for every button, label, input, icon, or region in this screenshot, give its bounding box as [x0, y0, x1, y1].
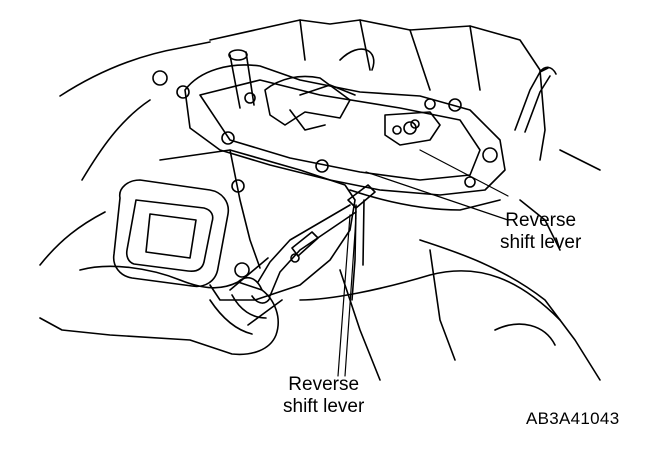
housing-left-edge [81, 99, 151, 181]
label-right-line2: shift lever [500, 232, 582, 253]
pliers-jaw-upper [257, 204, 351, 283]
thumb [251, 295, 271, 304]
pliers-jaw-lower [269, 211, 357, 297]
hand-finger-2 [209, 299, 253, 335]
housing-outer-curve [39, 211, 106, 266]
selector-rod [229, 51, 255, 109]
side-cover [112, 179, 230, 288]
leader-line-bottom-1 [337, 214, 351, 377]
leader-line-right-1 [365, 171, 509, 221]
upper-housing-ribs [299, 19, 481, 91]
label-bottom-line2: shift lever [283, 396, 365, 417]
detent-plate [384, 111, 441, 146]
figure-code: AB3A41043 [526, 409, 620, 428]
shift-lever-pin [347, 184, 376, 209]
label-right-line1: Reverse [505, 210, 577, 231]
gasket-bolts [152, 70, 498, 188]
main-body [159, 149, 356, 301]
main-body-face [229, 149, 261, 269]
side-cover-inner [125, 199, 214, 273]
bell-housing [349, 189, 601, 381]
selector-arm [264, 75, 351, 126]
pliers-slot [291, 231, 319, 257]
bell-housing-curve [299, 270, 561, 321]
right-flange [519, 149, 601, 251]
bell-housing-lower [339, 249, 456, 381]
upper-housing-back [209, 19, 546, 161]
leader-line-right-2 [419, 149, 509, 197]
pliers-handle [229, 257, 283, 326]
label-bottom-line1: Reverse [288, 374, 360, 395]
selector-fork [289, 84, 356, 131]
housing-left-contour [59, 41, 211, 97]
reverse-shift-lever-label-right: Reverse shift lever [500, 210, 581, 254]
gasket-plate [184, 64, 506, 196]
breather-pipe [514, 67, 551, 133]
spring-clip [339, 48, 375, 71]
leader-line-bottom-2 [344, 217, 357, 377]
hand-knuckle [237, 276, 263, 291]
side-cover-recess [145, 213, 197, 259]
gasket-inner [199, 79, 481, 181]
lower-right-bracket [494, 323, 556, 346]
hand-finger-1 [231, 294, 267, 319]
pipe-bend [539, 66, 557, 75]
reverse-shift-lever-label-bottom: Reverse shift lever [283, 374, 364, 418]
